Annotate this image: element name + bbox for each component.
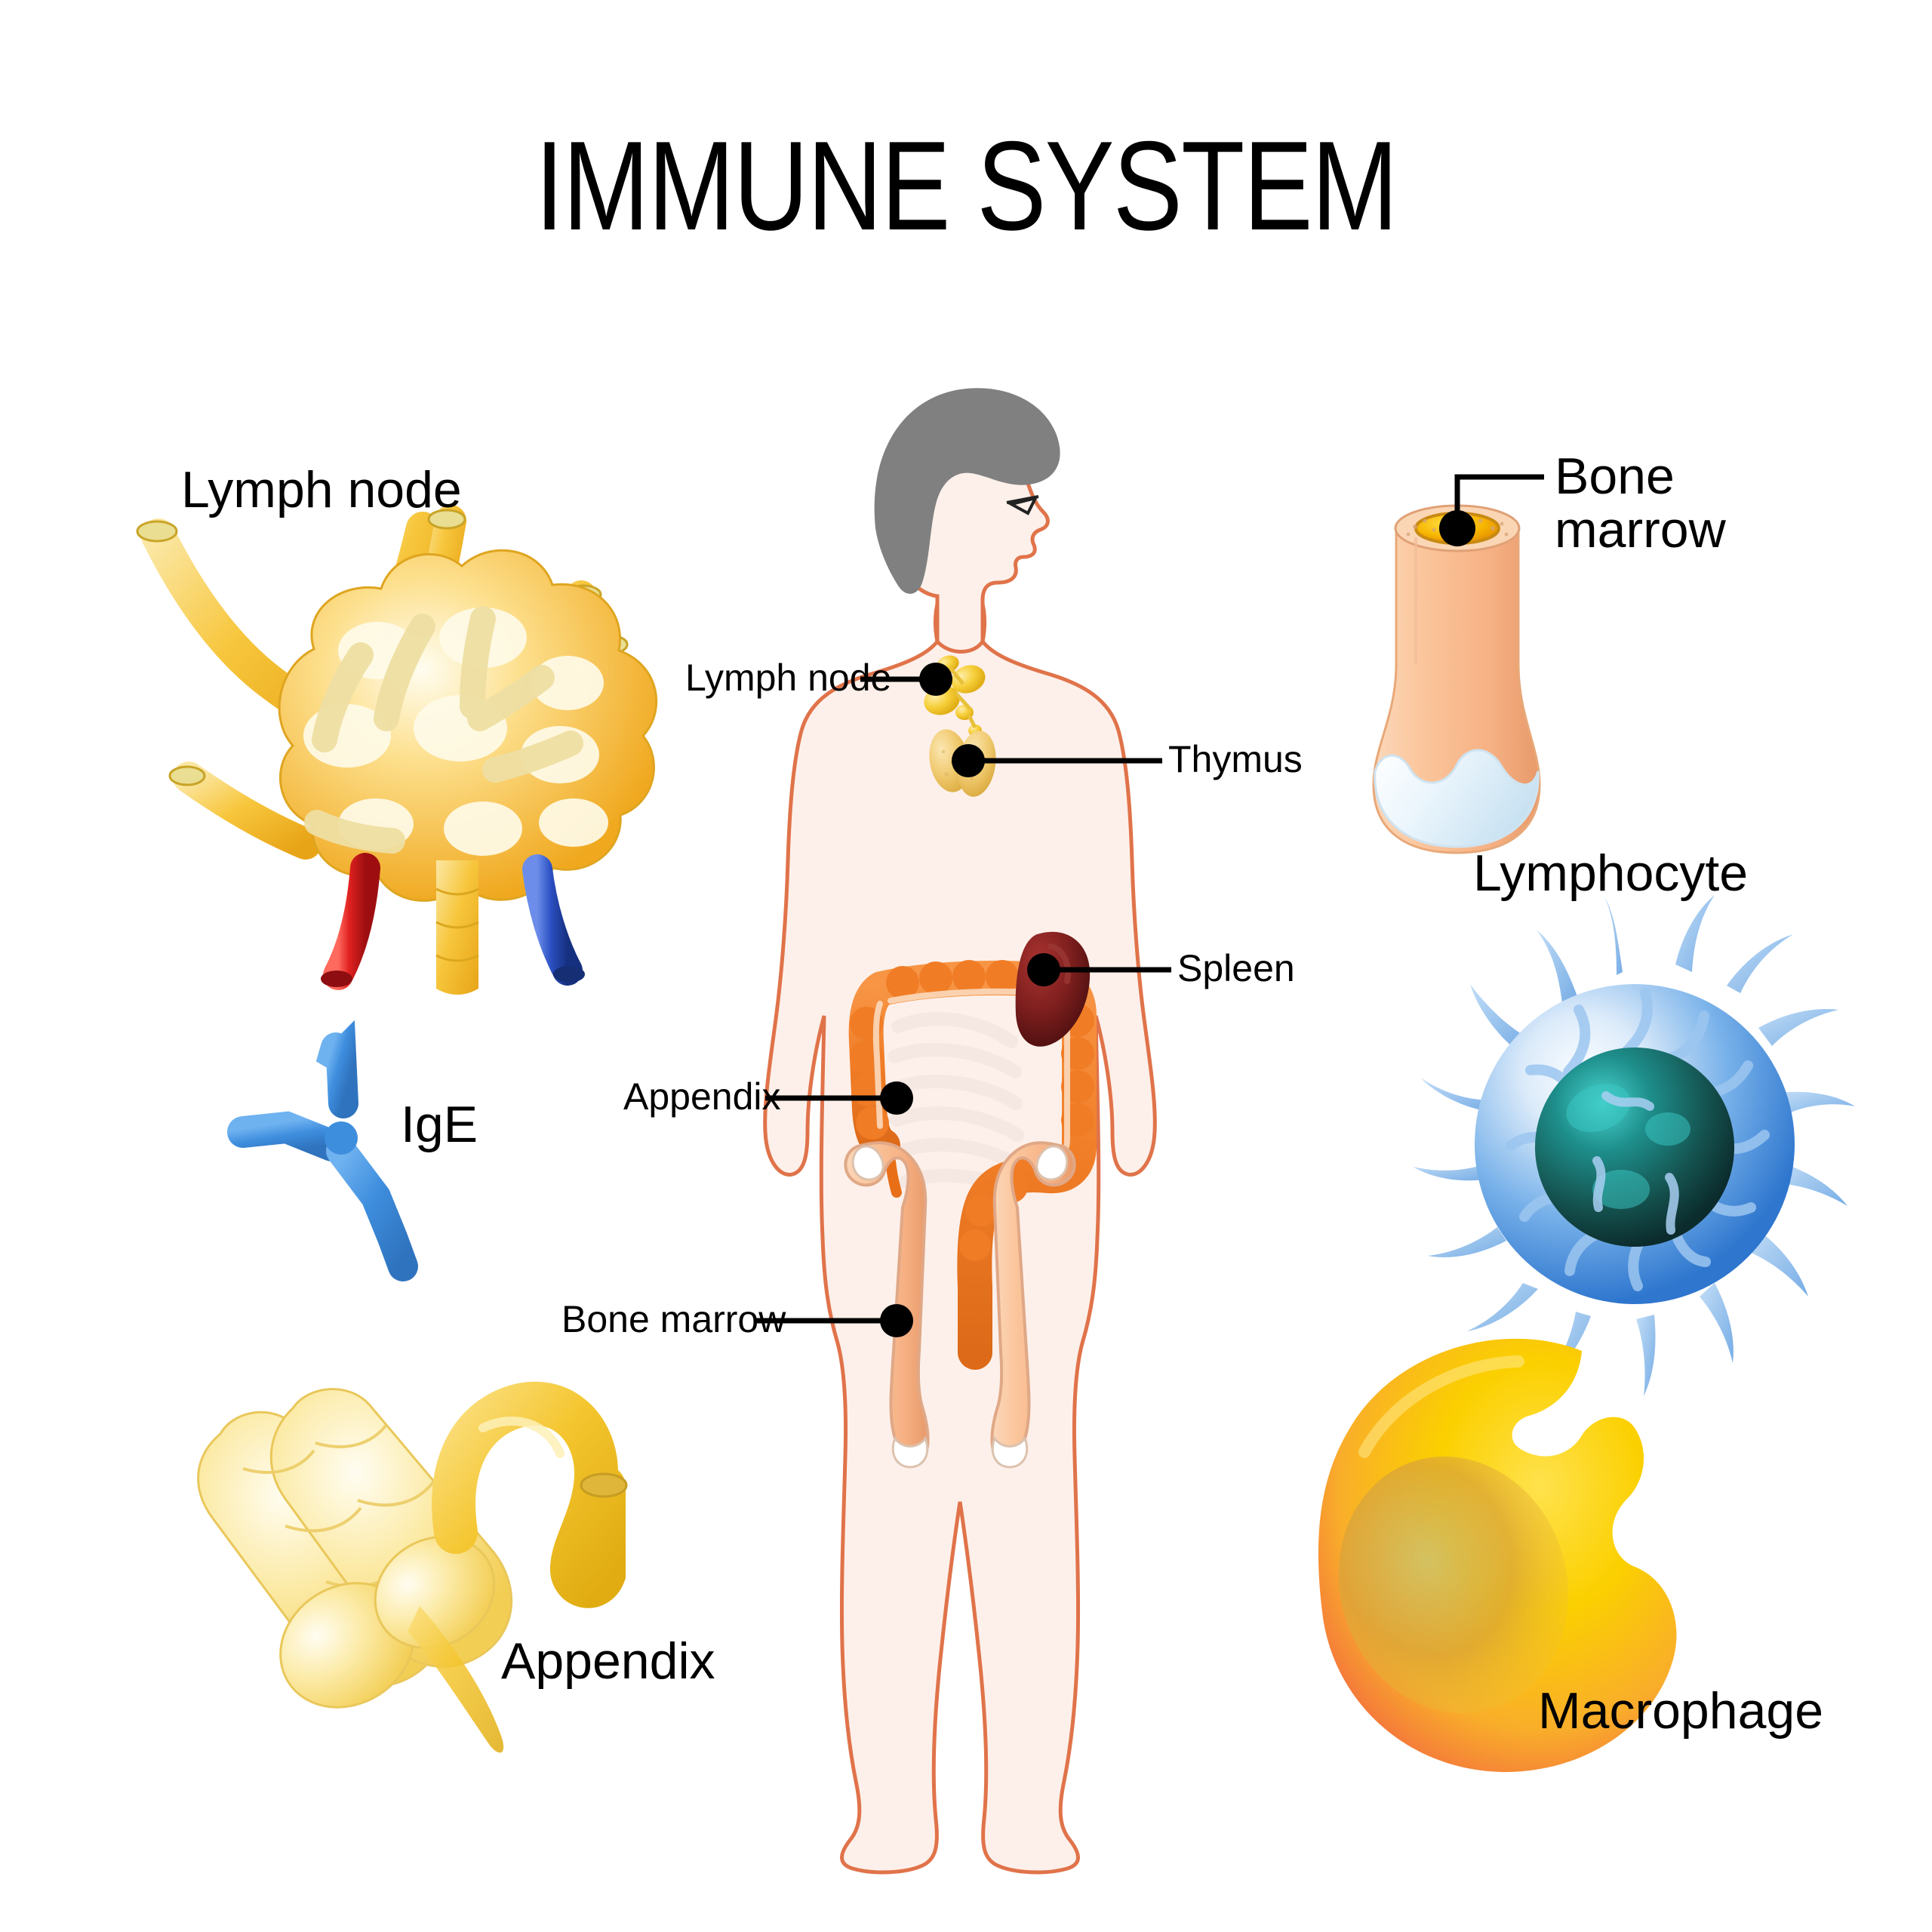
label-macrophage-panel: Macrophage — [1538, 1682, 1824, 1740]
label-body-lymph-node: Lymph node — [685, 657, 892, 699]
callout-dot-bone-marrow-panel — [1439, 510, 1475, 546]
label-appendix-panel: Appendix — [501, 1632, 715, 1690]
label-body-spleen: Spleen — [1177, 947, 1295, 989]
macrophage-illustration — [1318, 1338, 1677, 1773]
callout-dot-appendix — [880, 1081, 913, 1115]
label-body-thymus: Thymus — [1168, 738, 1303, 780]
appendix-illustration — [197, 1381, 628, 1753]
label-body-bone-marrow: Bone marrow — [561, 1298, 786, 1340]
ige-illustration — [227, 1020, 418, 1281]
label-lymphocyte-panel: Lymphocyte — [1473, 844, 1749, 902]
artery — [323, 853, 380, 990]
callout-leaders — [756, 474, 1544, 1337]
callout-dot-lymph-node — [919, 663, 952, 696]
page-title: IMMUNE SYSTEM — [534, 115, 1398, 257]
label-ige-panel: IgE — [401, 1096, 478, 1153]
human-figure-illustration — [763, 388, 1157, 1875]
lymphocyte-illustration — [1413, 895, 1855, 1396]
callout-dot-thymus — [952, 744, 985, 777]
callout-dot-bone-marrow — [880, 1304, 913, 1337]
label-bone-marrow-panel: Bone marrow — [1555, 448, 1726, 559]
callout-dot-spleen — [1027, 953, 1060, 986]
lymph-node-illustration — [136, 505, 658, 995]
label-lymph-node-panel: Lymph node — [181, 461, 462, 518]
vein — [522, 854, 583, 986]
efferent-duct — [435, 860, 479, 995]
bone-marrow-illustration — [1372, 504, 1541, 854]
label-body-appendix: Appendix — [623, 1075, 781, 1118]
